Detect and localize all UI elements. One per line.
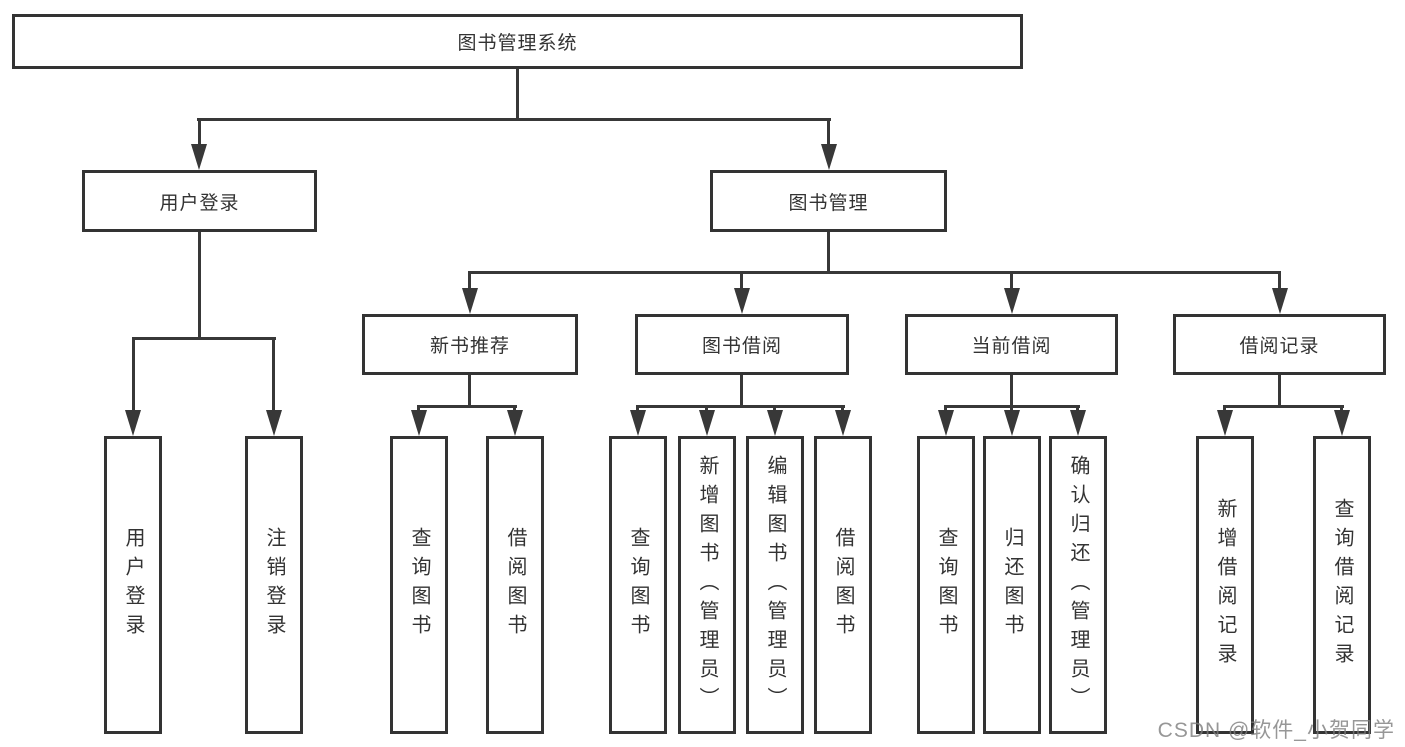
arrowhead-icon xyxy=(699,410,715,436)
connector-line xyxy=(197,118,831,121)
leaf-edit-books-admin: 编辑图书（管理员） xyxy=(746,436,804,734)
node-book-management: 图书管理 xyxy=(710,170,947,232)
connector-line xyxy=(132,337,276,340)
leaf-add-books-admin: 新增图书（管理员） xyxy=(678,436,736,734)
arrowhead-icon xyxy=(191,144,207,170)
node-new-book-recommend: 新书推荐 xyxy=(362,314,578,375)
connector-line xyxy=(1223,405,1344,408)
leaf-borrow-books: 借阅图书 xyxy=(814,436,872,734)
leaf-logout: 注销登录 xyxy=(245,436,303,734)
leaf-query-books: 查询图书 xyxy=(390,436,448,734)
arrowhead-icon xyxy=(125,410,141,436)
connector-line xyxy=(1010,375,1013,405)
connector-line xyxy=(516,69,519,118)
node-root-system: 图书管理系统 xyxy=(12,14,1023,69)
arrowhead-icon xyxy=(411,410,427,436)
connector-line xyxy=(198,232,201,337)
leaf-add-borrow-record: 新增借阅记录 xyxy=(1196,436,1254,734)
arrowhead-icon xyxy=(821,144,837,170)
arrowhead-icon xyxy=(1004,288,1020,314)
connector-line xyxy=(636,405,845,408)
connector-line xyxy=(1340,405,1343,413)
connector-line xyxy=(773,405,776,413)
connector-line xyxy=(705,405,708,413)
connector-line xyxy=(944,405,947,413)
arrowhead-icon xyxy=(1004,410,1020,436)
connector-line xyxy=(468,271,1281,274)
node-current-borrow: 当前借阅 xyxy=(905,314,1118,375)
arrowhead-icon xyxy=(767,410,783,436)
connector-line xyxy=(513,405,516,413)
leaf-query-books: 查询图书 xyxy=(609,436,667,734)
connector-line xyxy=(132,337,135,412)
connector-line xyxy=(468,375,471,405)
connector-line xyxy=(417,405,517,408)
arrowhead-icon xyxy=(734,288,750,314)
connector-line xyxy=(198,118,201,146)
leaf-query-borrow-record: 查询借阅记录 xyxy=(1313,436,1371,734)
arrowhead-icon xyxy=(1070,410,1086,436)
connector-line xyxy=(417,405,420,413)
leaf-confirm-return-admin: 确认归还（管理员） xyxy=(1049,436,1107,734)
node-book-borrow: 图书借阅 xyxy=(635,314,849,375)
arrowhead-icon xyxy=(938,410,954,436)
leaf-user-login: 用户登录 xyxy=(104,436,162,734)
connector-line xyxy=(740,375,743,405)
connector-line xyxy=(272,337,275,412)
node-borrow-records: 借阅记录 xyxy=(1173,314,1386,375)
arrowhead-icon xyxy=(1272,288,1288,314)
connector-line xyxy=(827,232,830,271)
arrowhead-icon xyxy=(266,410,282,436)
arrowhead-icon xyxy=(462,288,478,314)
connector-line xyxy=(1010,271,1013,290)
connector-line xyxy=(636,405,639,413)
connector-line xyxy=(1010,405,1013,413)
arrowhead-icon xyxy=(1334,410,1350,436)
connector-line xyxy=(1278,375,1281,405)
connector-line xyxy=(827,118,830,146)
arrowhead-icon xyxy=(630,410,646,436)
leaf-return-books: 归还图书 xyxy=(983,436,1041,734)
connector-line xyxy=(468,271,471,290)
arrowhead-icon xyxy=(507,410,523,436)
arrowhead-icon xyxy=(835,410,851,436)
connector-line xyxy=(1278,271,1281,290)
connector-line xyxy=(1076,405,1079,413)
leaf-query-books: 查询图书 xyxy=(917,436,975,734)
connector-line xyxy=(1223,405,1226,413)
csdn-watermark: CSDN @软件_小贺同学 xyxy=(1157,719,1395,742)
connector-line xyxy=(841,405,844,413)
connector-line xyxy=(740,271,743,290)
node-user-login: 用户登录 xyxy=(82,170,317,232)
leaf-borrow-books: 借阅图书 xyxy=(486,436,544,734)
arrowhead-icon xyxy=(1217,410,1233,436)
